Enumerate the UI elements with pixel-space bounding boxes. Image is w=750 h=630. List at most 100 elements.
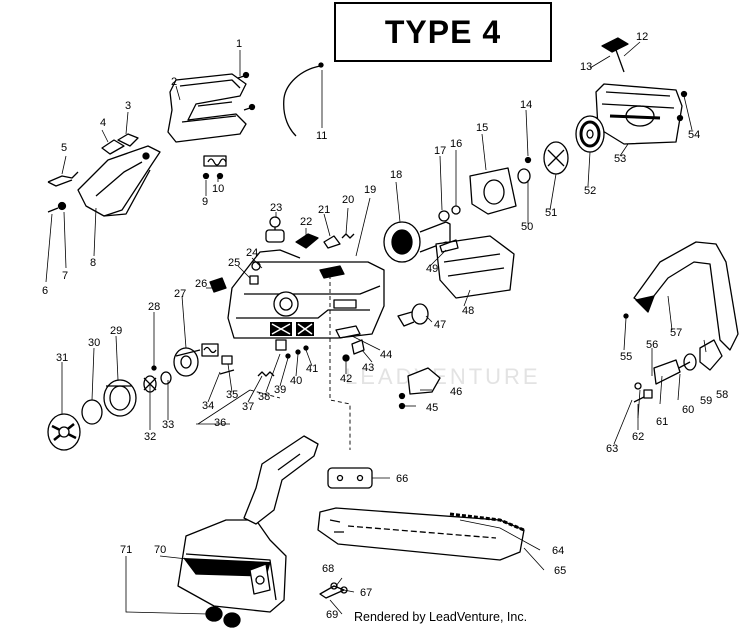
part-label: 28 xyxy=(148,301,160,313)
part-label: 33 xyxy=(162,419,174,431)
bolt xyxy=(243,103,256,111)
bearing xyxy=(438,210,450,222)
part-label: 32 xyxy=(144,431,156,443)
nut xyxy=(634,382,642,390)
part-label: 31 xyxy=(56,352,68,364)
part-label: 4 xyxy=(100,117,106,129)
part-label: 7 xyxy=(62,270,68,282)
part-label: 23 xyxy=(270,202,282,214)
part-label: 67 xyxy=(360,587,372,599)
part-label: 58 xyxy=(716,389,728,401)
part-label: 18 xyxy=(390,169,402,181)
part-label: 3 xyxy=(125,100,131,112)
rear-handle xyxy=(77,145,161,217)
part-label: 19 xyxy=(364,184,376,196)
screw xyxy=(623,313,629,319)
screw xyxy=(676,114,684,122)
grommet xyxy=(265,216,285,243)
part-label: 43 xyxy=(362,362,374,374)
part-label: 13 xyxy=(580,61,592,73)
part-label: 52 xyxy=(584,185,596,197)
screw xyxy=(680,90,688,98)
part-label: 26 xyxy=(195,278,207,290)
pull-handle xyxy=(601,37,629,73)
type-title-box: TYPE 4 xyxy=(334,2,552,62)
spring xyxy=(201,343,219,357)
bolt xyxy=(237,71,250,79)
part-label: 20 xyxy=(342,194,354,206)
part-label: 61 xyxy=(656,416,668,428)
type-title: TYPE 4 xyxy=(384,13,502,50)
screw xyxy=(303,345,309,351)
handle-bracket xyxy=(699,339,723,371)
clip xyxy=(323,235,341,249)
clutch-drum xyxy=(103,379,137,417)
part-label: 60 xyxy=(682,404,694,416)
part-label: 27 xyxy=(174,288,186,300)
part-label: 29 xyxy=(110,325,122,337)
armature xyxy=(383,221,451,263)
part-label: 21 xyxy=(318,204,330,216)
part-label: 34 xyxy=(202,400,214,412)
washer xyxy=(524,156,532,164)
part-label: 15 xyxy=(476,122,488,134)
part-label: 70 xyxy=(154,544,166,556)
part-label: 51 xyxy=(545,207,557,219)
part-label: 6 xyxy=(42,285,48,297)
sprocket-guard xyxy=(407,367,441,395)
part-label: 22 xyxy=(300,216,312,228)
part-label: 66 xyxy=(396,473,408,485)
part-label: 30 xyxy=(88,337,100,349)
part-label: 39 xyxy=(274,384,286,396)
bolt xyxy=(633,389,653,403)
part-label: 25 xyxy=(228,257,240,269)
switch xyxy=(295,233,319,249)
watermark: LEADVENTURE xyxy=(345,364,541,389)
part-label: 59 xyxy=(700,395,712,407)
part-label: 35 xyxy=(226,389,238,401)
screw xyxy=(47,201,67,213)
part-label: 53 xyxy=(614,153,626,165)
part-label: 36 xyxy=(214,417,226,429)
part-label: 10 xyxy=(212,183,224,195)
part-label: 56 xyxy=(646,339,658,351)
part-label: 14 xyxy=(520,99,532,111)
spring xyxy=(257,371,275,377)
brush xyxy=(439,239,459,253)
sprocket-cover xyxy=(177,519,287,613)
part-label: 16 xyxy=(450,138,462,150)
spring xyxy=(341,233,355,239)
spring-cover xyxy=(575,115,605,153)
bracket xyxy=(209,277,227,293)
part-label: 71 xyxy=(120,544,132,556)
part-label: 1 xyxy=(236,38,242,50)
screw xyxy=(295,349,301,355)
part-label: 62 xyxy=(632,431,644,443)
screw xyxy=(398,402,406,410)
part-label: 8 xyxy=(90,257,96,269)
sprocket xyxy=(47,413,81,451)
part-label: 12 xyxy=(636,31,648,43)
drive-gear xyxy=(173,347,201,377)
brush-plate xyxy=(435,235,515,299)
part-label: 11 xyxy=(316,130,327,142)
part-label: 68 xyxy=(322,563,334,575)
rear-cover xyxy=(595,83,683,145)
front-handle xyxy=(633,241,739,351)
part-label: 17 xyxy=(434,145,446,157)
washer xyxy=(81,399,103,425)
motor-housing xyxy=(227,249,385,339)
part-label: 55 xyxy=(620,351,632,363)
switch-terminal xyxy=(221,355,233,365)
part-label: 38 xyxy=(258,391,270,403)
part-label: 57 xyxy=(670,327,682,339)
screw xyxy=(216,172,224,180)
trigger-spring xyxy=(47,171,79,187)
part-label: 69 xyxy=(326,609,338,621)
trigger xyxy=(101,139,125,155)
screw xyxy=(202,172,210,180)
part-label: 37 xyxy=(242,401,254,413)
brush-holder xyxy=(275,339,287,351)
plug xyxy=(251,261,261,271)
